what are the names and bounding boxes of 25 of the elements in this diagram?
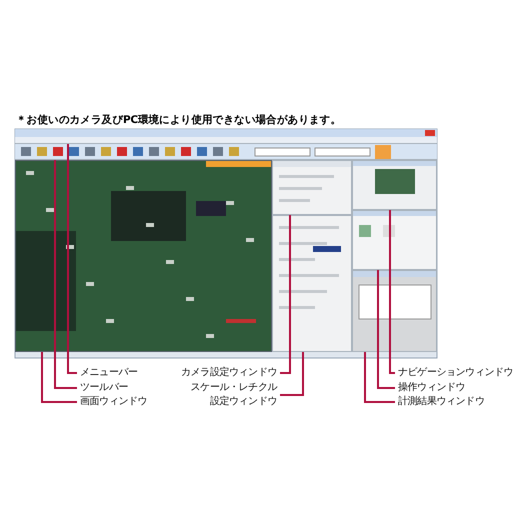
leader-line [280,352,304,396]
camera-settings-panel [272,160,352,215]
scale-settings-panel [272,215,352,352]
callout-label: ナビゲーションウィンドウ [398,366,514,380]
leader-line [54,160,77,389]
callout-label: スケール・レチクル設定ウィンドウ [190,381,277,409]
circuit-board-image [15,160,272,352]
leader-line [41,352,77,403]
leader-line [280,215,291,374]
callout-label: 操作ウィンドウ [398,381,466,395]
results-panel [352,270,437,352]
callout-label: カメラ設定ウィンドウ [180,366,277,380]
note-text: ＊お使いのカメラ及びPC環境により使用できない場合があります。 [16,113,342,127]
leader-line [67,144,77,374]
operation-panel [352,210,437,270]
menu-bar [15,137,437,144]
leader-line [364,352,395,403]
callout-label: 画面ウィンドウ [80,395,148,409]
callout-label: 計測結果ウィンドウ [398,395,484,409]
leader-line [377,270,395,389]
leader-line [389,210,395,374]
navigation-panel [352,160,437,210]
callout-label: メニューバー [80,366,138,380]
toolbar [15,144,437,160]
callout-label: ツールバー [80,381,128,395]
